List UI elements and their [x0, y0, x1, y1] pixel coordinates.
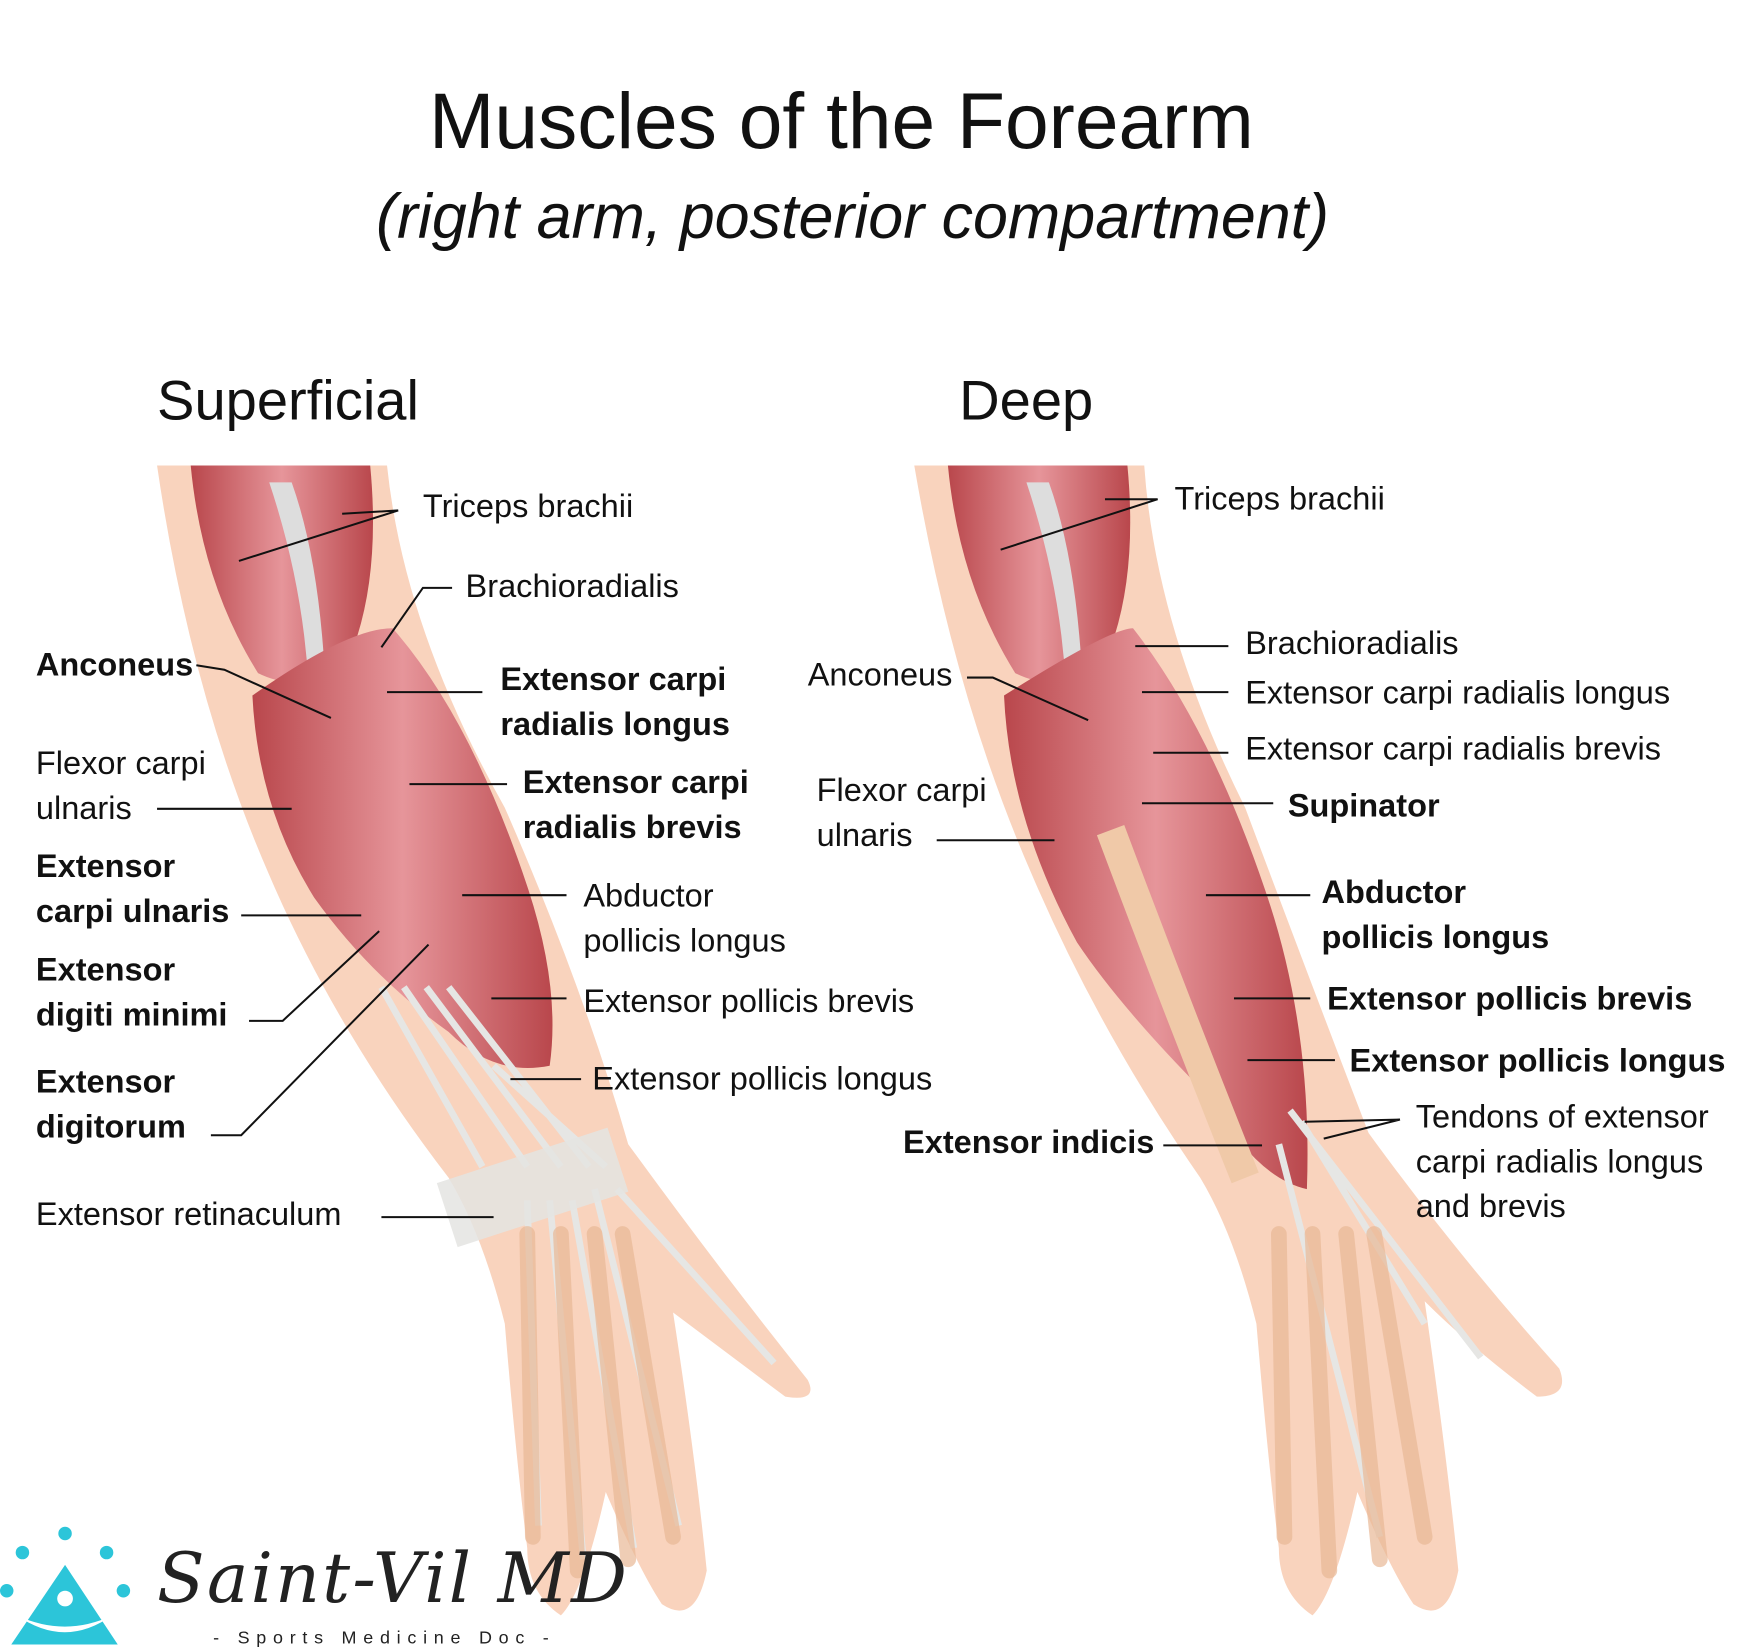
label-brachioradialis: Brachioradialis — [465, 568, 679, 605]
ulna-bone — [1096, 825, 1259, 1184]
label-epb: Extensor pollicis brevis — [583, 983, 915, 1020]
logo-name: Saint-Vil MD — [157, 1536, 630, 1619]
triceps-muscle — [947, 465, 1131, 683]
label-deep-triceps-brachii: Triceps brachii — [1174, 481, 1385, 518]
label-line-2: carpi radialis longus — [1415, 1144, 1704, 1181]
label-deep-epb: Extensor pollicis brevis — [1327, 981, 1693, 1018]
label-line-2: radialis longus — [500, 706, 730, 743]
deep-arm — [914, 465, 1563, 1616]
label-deep-fcu: Flexor carpi ulnaris — [817, 768, 987, 858]
superficial-heading: Superficial — [157, 369, 419, 432]
deep-heading: Deep — [959, 369, 1094, 432]
label-ecrl: Extensor carpi radialis longus — [500, 657, 730, 747]
label-line-1: Extensor — [35, 849, 176, 886]
label-deep-apl: Abductor pollicis longus — [1321, 871, 1549, 961]
forearm-muscles — [252, 628, 553, 1068]
hand-bones — [519, 1226, 681, 1579]
label-line-1: Extensor — [35, 952, 176, 989]
label-line-3: and brevis — [1415, 1189, 1566, 1226]
label-line-1: Flexor carpi — [816, 772, 987, 809]
label-line-2: ulnaris — [816, 817, 913, 854]
label-line-1: Abductor — [1321, 875, 1467, 911]
label-deep-anconeus: Anconeus — [807, 657, 953, 694]
page-subtitle: (right arm, posterior compartment) — [376, 180, 1330, 252]
page-title: Muscles of the Forearm — [428, 77, 1254, 165]
label-line-2: digiti minimi — [35, 997, 228, 1034]
label-line-2: pollicis longus — [1321, 919, 1550, 956]
leader-lines — [157, 498, 1401, 1219]
label-line-1: Tendons of extensor — [1415, 1099, 1709, 1136]
label-epl: Extensor pollicis longus — [592, 1061, 933, 1098]
label-ecrb: Extensor carpi radialis brevis — [523, 761, 749, 851]
label-line-1: Extensor — [35, 1064, 176, 1101]
label-deep-brachioradialis: Brachioradialis — [1245, 625, 1459, 662]
label-deep-ecrl: Extensor carpi radialis longus — [1245, 675, 1671, 712]
label-line-1: Extensor carpi — [500, 661, 727, 698]
label-line-2: ulnaris — [35, 790, 132, 827]
label-deep-ecrb: Extensor carpi radialis brevis — [1245, 731, 1662, 768]
logo-tagline: - Sports Medicine Doc - — [213, 1628, 556, 1648]
label-retinaculum: Extensor retinaculum — [35, 1196, 342, 1233]
label-line-2: radialis brevis — [522, 809, 742, 846]
label-deep-epl: Extensor pollicis longus — [1349, 1043, 1726, 1080]
label-apl: Abductor pollicis longus — [583, 874, 786, 964]
hand-bones — [1270, 1226, 1433, 1579]
triceps-muscle — [190, 465, 373, 683]
label-ecu: Extensor carpi ulnaris — [36, 845, 229, 935]
label-deep-extensor-indicis: Extensor indicis — [903, 1125, 1155, 1162]
label-fcu: Flexor carpi ulnaris — [36, 742, 206, 832]
label-triceps-brachii: Triceps brachii — [422, 489, 634, 526]
label-line-2: digitorum — [35, 1109, 186, 1146]
label-line-1: Extensor carpi — [522, 765, 749, 801]
label-line-1: Flexor carpi — [35, 745, 206, 782]
label-line-1: Abductor — [583, 878, 714, 915]
label-line-2: pollicis longus — [583, 923, 786, 960]
label-deep-supinator: Supinator — [1287, 788, 1440, 825]
logo-icon — [0, 1526, 131, 1645]
label-deep-tendons: Tendons of extensor carpi radialis longus… — [1416, 1095, 1709, 1230]
label-ed: Extensor digitorum — [36, 1060, 186, 1150]
label-anconeus: Anconeus — [35, 647, 194, 684]
label-edm: Extensor digiti minimi — [36, 948, 228, 1038]
superficial-arm — [157, 465, 811, 1616]
label-line-2: carpi ulnaris — [35, 894, 230, 930]
